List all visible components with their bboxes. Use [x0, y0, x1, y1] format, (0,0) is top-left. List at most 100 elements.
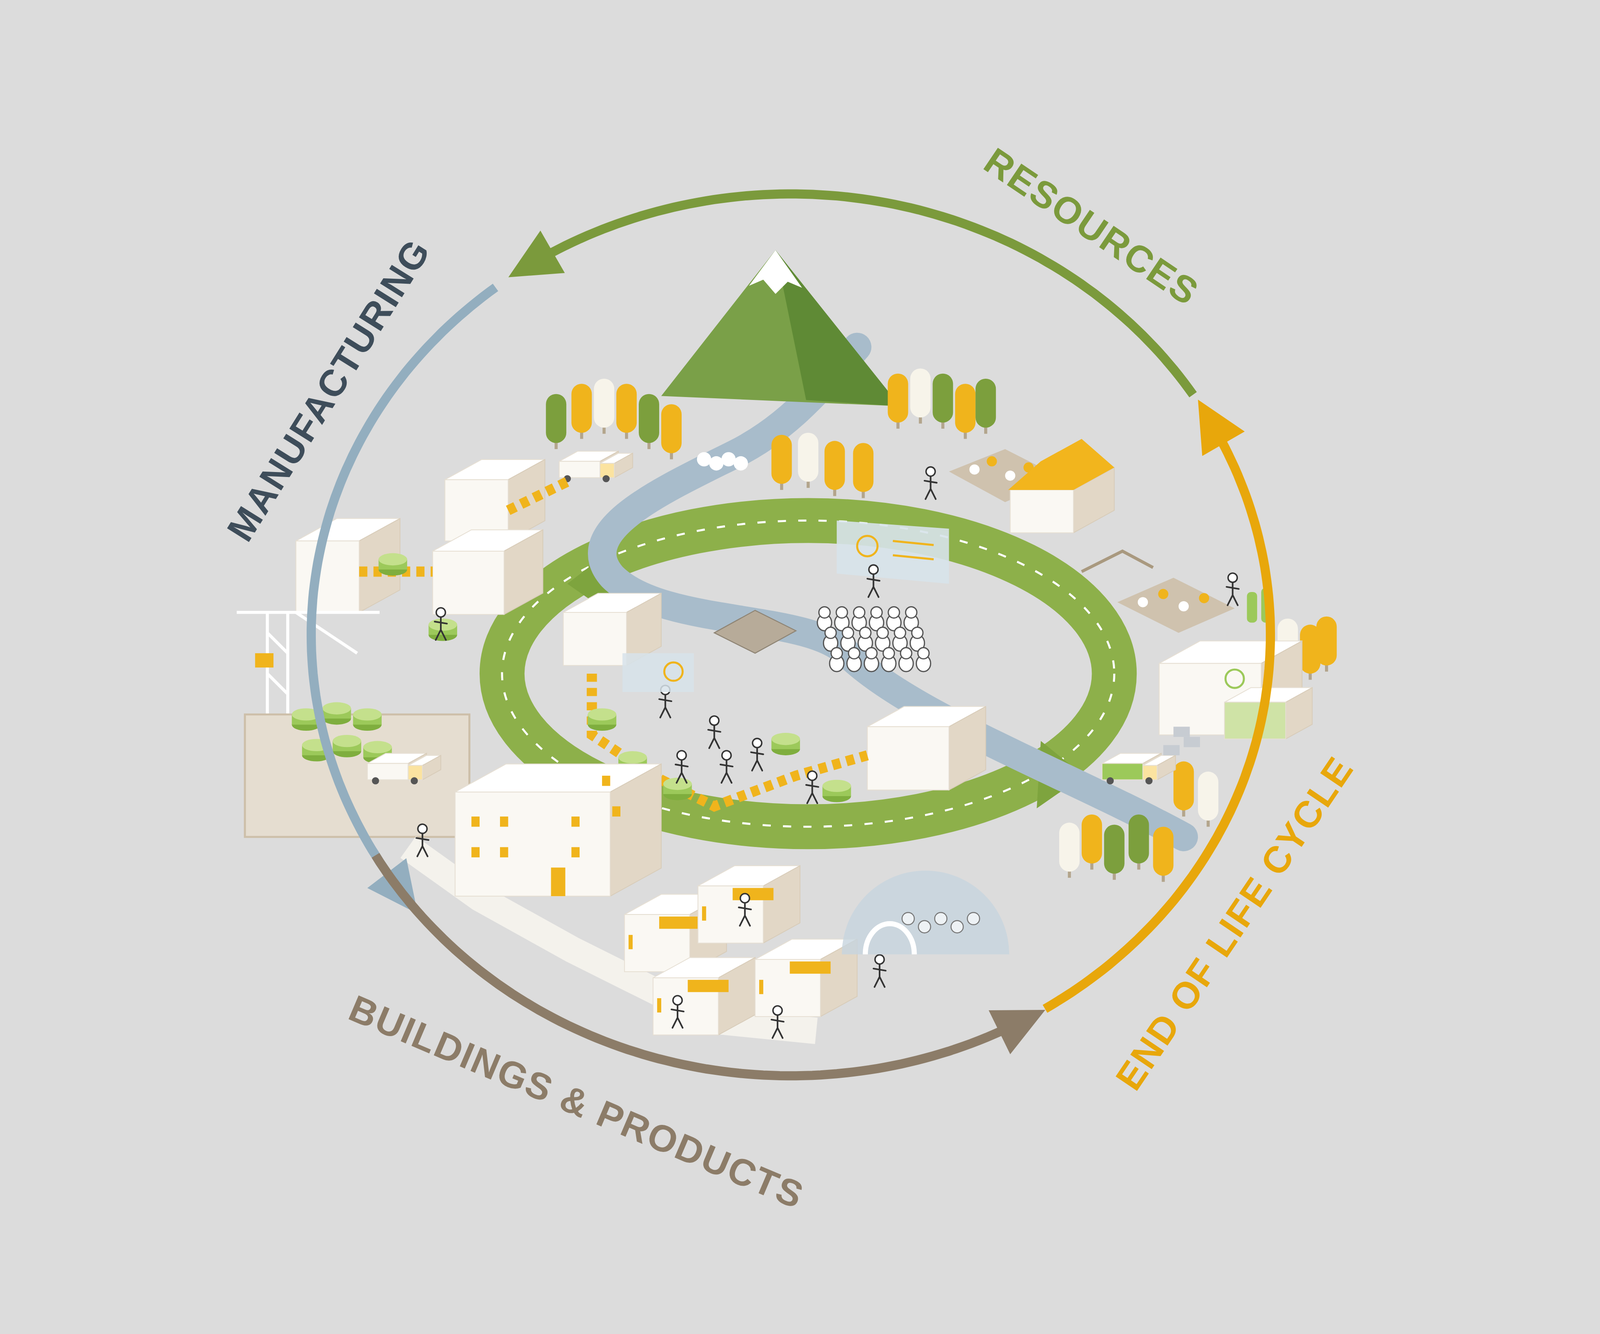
tree-crown	[545, 394, 567, 444]
door	[550, 867, 565, 897]
window	[571, 847, 580, 858]
barn-front	[1010, 490, 1074, 533]
crop	[1005, 470, 1015, 481]
river	[602, 347, 1184, 838]
shop-sign	[657, 998, 662, 1013]
tree-crown	[593, 378, 615, 428]
info-lines	[892, 540, 934, 560]
mountain	[661, 250, 900, 407]
person-head	[807, 771, 817, 781]
conveyor	[359, 479, 572, 572]
person-body	[738, 903, 751, 926]
shop	[652, 957, 755, 1035]
tree-crown	[910, 368, 931, 418]
inner-factory-side	[949, 706, 986, 790]
tree-crown	[1197, 771, 1219, 821]
waste-bale	[1163, 745, 1180, 755]
truck-wheel	[410, 777, 418, 785]
crowd-head	[831, 647, 843, 659]
truck-cab	[408, 755, 441, 780]
waterfall-foam	[709, 456, 724, 471]
material-stack	[587, 708, 617, 721]
crowd-head	[902, 912, 915, 925]
truck-wheel	[1106, 777, 1114, 785]
shop-sign	[759, 980, 764, 995]
dome-arch	[865, 923, 915, 955]
truck-body-front	[367, 763, 409, 780]
truck-wheel	[1145, 777, 1153, 785]
crop	[1199, 592, 1210, 603]
tree-crown	[887, 373, 909, 423]
shop-side	[718, 957, 755, 1035]
person-body	[416, 834, 429, 857]
window	[500, 816, 509, 827]
recycling-shed-side	[1285, 687, 1313, 739]
shop-sign	[628, 935, 633, 950]
truck-cab-side	[614, 453, 633, 478]
material-stack	[771, 732, 800, 745]
crowd-head	[883, 647, 895, 659]
farm-field	[1117, 577, 1235, 633]
person-body	[720, 760, 733, 783]
crowd-head	[905, 606, 917, 618]
tree-crown	[638, 394, 660, 444]
person-head	[868, 565, 878, 575]
window	[612, 806, 621, 817]
truck-body	[1102, 753, 1162, 780]
cycle-arrowhead	[508, 230, 565, 278]
inner-factory	[867, 706, 986, 790]
tree	[1173, 761, 1194, 817]
tree	[771, 435, 792, 490]
material-stack	[618, 751, 648, 764]
tree	[593, 378, 615, 434]
tree	[1104, 825, 1125, 880]
tree-crown	[616, 383, 637, 433]
truck-wheel	[372, 777, 380, 785]
tree	[824, 440, 845, 496]
apartment-building-side	[610, 764, 661, 897]
person-figure	[750, 738, 763, 771]
cycle-arrowhead	[1197, 399, 1245, 456]
shop	[697, 865, 800, 944]
info-icon	[857, 535, 878, 557]
person-body	[771, 1015, 784, 1039]
tree	[932, 373, 953, 429]
crowd-head	[950, 920, 963, 933]
crop	[1178, 601, 1189, 612]
tree	[797, 432, 819, 488]
crowd-head	[917, 647, 930, 659]
person-figure	[771, 1005, 784, 1038]
person-body	[806, 780, 819, 804]
person-body	[873, 964, 886, 988]
tree-crown	[1173, 761, 1194, 811]
crowd-head	[900, 647, 912, 659]
material-stack	[363, 741, 393, 754]
person-body	[750, 748, 763, 771]
waste-bale	[1183, 737, 1200, 748]
truck-body-front	[559, 461, 600, 478]
tree	[852, 442, 874, 498]
barn-roof	[1008, 438, 1115, 490]
tree	[545, 394, 567, 450]
waterfall-foam	[697, 452, 712, 467]
stage-label: MANUFACTURING	[220, 232, 437, 548]
person-body	[924, 476, 937, 500]
info-screen	[622, 653, 694, 693]
tree-crown	[1152, 826, 1174, 876]
tree-crown	[852, 442, 874, 493]
tree	[616, 383, 637, 439]
tree-crown	[1104, 825, 1125, 875]
truck-body-front	[1102, 763, 1143, 780]
tree-crown	[975, 378, 996, 428]
shop-side	[763, 865, 800, 944]
person-head	[722, 750, 732, 760]
crowd-head	[870, 606, 883, 618]
truck-cab-side	[1157, 755, 1176, 780]
truck-body	[367, 753, 427, 780]
window	[471, 816, 480, 827]
waste-bale	[1173, 726, 1190, 737]
crowd-head	[836, 606, 848, 618]
material-stack	[322, 702, 352, 715]
tree-crown	[797, 432, 819, 483]
person-head	[740, 893, 750, 903]
